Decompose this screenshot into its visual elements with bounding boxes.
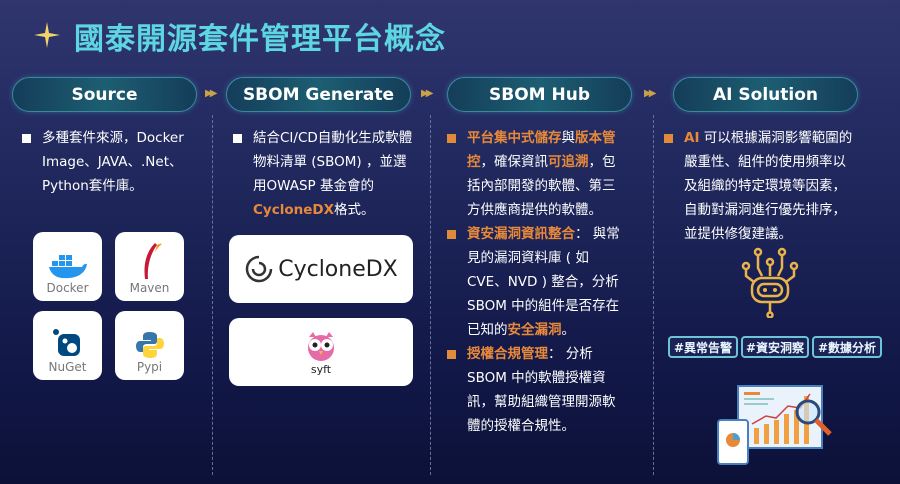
divider [212, 115, 213, 475]
nuget-icon [52, 329, 80, 356]
stage-ai-solution: AI Solution [673, 77, 858, 112]
ai-description: AI 可以根據漏洞影響範圍的嚴重性、組件的使用頻率以及組織的特定環境等因素，自動… [664, 126, 854, 246]
hub-item-vulnerability: 資安漏洞資訊整合： 與常見的漏洞資料庫 ( 如 CVE、NVD ) 整合，分析 … [447, 222, 627, 342]
source-description: 多種套件來源，Docker Image、JAVA、.Net、Python套件庫。 [22, 126, 192, 198]
arrow-icon: ▶▶ [421, 88, 434, 99]
generate-description: 結合CI/CD自動化生成軟體物料清單 (SBOM) ，並選用OWASP 基金會的… [233, 126, 413, 222]
stage-sbom-hub: SBOM Hub [447, 77, 632, 112]
ai-robot-icon [741, 247, 799, 318]
page-title: 國泰開源套件管理平台概念 [74, 22, 446, 57]
sparkle-icon [34, 22, 60, 48]
stage-source: Source [12, 77, 197, 112]
tag-security-insight: #資安洞察 [741, 336, 809, 358]
divider [653, 115, 654, 475]
arrow-icon: ▶▶ [644, 88, 657, 99]
owl-icon [308, 331, 334, 361]
stage-sbom-generate: SBOM Generate [226, 77, 411, 112]
tag-anomaly-alert: #異常告警 [668, 336, 738, 358]
divider [430, 115, 431, 475]
arrow-icon: ▶▶ [205, 88, 218, 99]
hub-item-license: 授權合規管理： 分析 SBOM 中的軟體授權資訊，幫助組織管理開源軟體的授權合規… [447, 342, 627, 438]
hub-description: 平台集中式儲存與版本管控，確保資訊可追溯，包括內部開發的軟體、第三方供應商提供的… [447, 126, 627, 438]
python-icon [135, 332, 164, 358]
docker-icon [48, 255, 87, 279]
analytics-illustration-icon [717, 385, 832, 465]
cyclonedx-logo: CycloneDX [229, 235, 413, 303]
tag-data-analysis: #數據分析 [812, 336, 882, 358]
cyclonedx-icon [246, 255, 273, 283]
pypi-logo: Pypi [115, 311, 184, 380]
maven-icon [143, 243, 162, 279]
maven-logo: Maven [115, 232, 184, 301]
hub-item-storage: 平台集中式儲存與版本管控，確保資訊可追溯，包括內部開發的軟體、第三方供應商提供的… [447, 126, 627, 222]
docker-logo: Docker [33, 232, 102, 301]
nuget-logo: NuGet [33, 311, 102, 380]
syft-logo: syft [229, 318, 413, 386]
